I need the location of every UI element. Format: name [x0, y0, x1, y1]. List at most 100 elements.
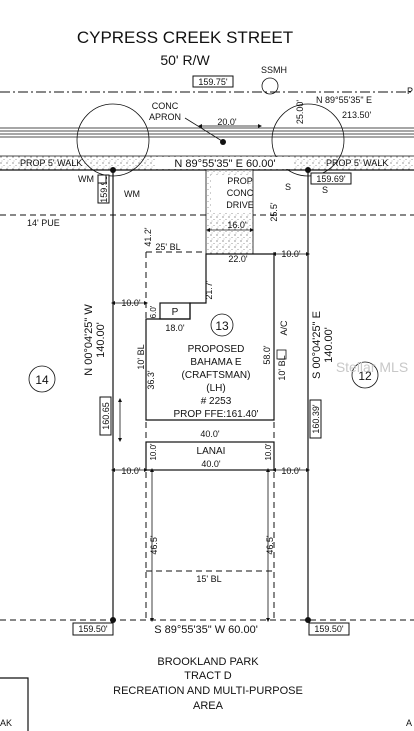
bearing-bottom: S 89°55'35" W 60.00' [154, 624, 258, 636]
lanai-label: LANAI [197, 446, 226, 457]
bl-25-label: 25' BL [155, 242, 180, 252]
dim-41-2: 41.2' [143, 227, 153, 247]
dim-58-0: 58.0' [262, 345, 272, 365]
dim-10-b: 10.0' [281, 249, 301, 259]
area-line-1: BROOKLAND PARK [157, 656, 259, 668]
elev-top-center: 159.75' [198, 77, 228, 87]
lot-corner-front-left [110, 167, 116, 173]
bearing-left-dist: 140.00' [95, 322, 107, 358]
porch-label: P [172, 307, 179, 318]
lanai [145, 441, 275, 471]
front-bearing-bg [156, 157, 294, 169]
dim-21-7: 21.7' [204, 280, 214, 300]
bearing-right-dist: 140.00' [323, 327, 335, 363]
edge-label-right-bottom: A [406, 718, 412, 728]
bearing-front: N 89°55'35" E 60.00' [174, 158, 275, 170]
street-name: CYPRESS CREEK STREET [77, 28, 293, 47]
pue-label: 14' PUE [27, 218, 60, 228]
drive-label-bg [211, 175, 248, 213]
elev-bottom-right: 159.50' [314, 624, 344, 634]
wm-box-left [97, 174, 107, 184]
ssmh-label: SSMH [261, 65, 287, 75]
elev-top-right: 159.69' [316, 174, 346, 184]
elev-left-mid: 160.65 [101, 402, 111, 430]
dim-10-f: 10.0' [281, 466, 301, 476]
edge-label-right-top: P [407, 86, 413, 96]
legend-box-edge [0, 677, 29, 731]
bearing-top-right: N 89°55'35" E [316, 95, 372, 105]
wm-left: WM [78, 174, 94, 184]
elev-bottom-right-box [308, 622, 350, 636]
lot-right-number: 12 [358, 369, 372, 383]
dim-apron-20: 20.0' [217, 117, 237, 127]
street-row: 50' R/W [160, 52, 210, 68]
ac-label: A/C [279, 320, 289, 336]
conc-apron-label-1: CONC [152, 101, 179, 111]
dim-drive-16: 16.0' [227, 220, 247, 230]
prop-walk-right: PROP 5' WALK [326, 158, 388, 168]
elev-left-top: 159.95 [99, 175, 109, 203]
lot-number-circle [210, 313, 234, 337]
dim-40-b: 40.0' [201, 459, 221, 469]
elev-right-mid: 160.39' [311, 404, 321, 434]
prop-walk-left: PROP 5' WALK [20, 158, 82, 168]
lot-right-circle [351, 361, 379, 389]
ac-unit-icon [276, 349, 287, 360]
bl-10-right-label: 10' BL [277, 355, 287, 380]
dim-18-0: 18.0' [165, 323, 185, 333]
ssmh-icon [261, 77, 279, 95]
edge-label-left-bottom: AK [0, 718, 12, 728]
bl-15-label: 15' BL [196, 574, 221, 584]
dim-10-a: 10.0' [121, 298, 141, 308]
house-line-5: # 2253 [201, 396, 232, 407]
elev-top-right-box [310, 172, 352, 185]
dim-drive-25-5: 25.5' [269, 202, 279, 222]
area-line-3: RECREATION AND MULTI-PURPOSE [113, 685, 303, 697]
conc-apron-label-2: APRON [149, 112, 181, 122]
elev-top-center-box [192, 75, 234, 88]
bearing-top-right-dist: 213.50' [342, 110, 372, 120]
dim-40-a: 40.0' [200, 429, 220, 439]
house-line-3: (CRAFTSMAN) [182, 370, 251, 381]
elev-left-mid-box [99, 396, 112, 436]
wm-right: WM [124, 189, 140, 199]
dim-36-3: 36.3' [146, 370, 156, 390]
lot-corner-rear-left [110, 617, 116, 623]
dim-10-d: 10.0' [264, 443, 273, 461]
drive-label-3: DRIVE [226, 200, 254, 210]
drive-label-2: CONC [227, 188, 254, 198]
elev-bottom-left: 159.50' [78, 624, 108, 634]
area-line-4: AREA [193, 700, 224, 712]
conc-apron-leader [184, 117, 223, 142]
house-footprint [145, 253, 275, 421]
elev-bottom-left-box [72, 622, 114, 636]
lot-number: 13 [215, 319, 229, 333]
dim-22-0: 22.0' [228, 254, 248, 264]
dim-10-e: 10.0' [121, 466, 141, 476]
house-line-2: BAHAMA E [190, 357, 241, 368]
area-line-2: TRACT D [184, 670, 232, 682]
dim-25-00: 25.00' [295, 100, 305, 125]
apron-curve-right [271, 103, 345, 177]
house-line-4: (LH) [206, 383, 225, 394]
bottom-bearing-bg [140, 622, 272, 636]
bearing-right: S 00°04'25" E [311, 311, 323, 379]
porch [159, 302, 191, 320]
dim-6-0: 6.0' [149, 305, 158, 318]
conc-apron-point [220, 139, 226, 145]
lot-corner-front-right [305, 167, 311, 173]
s-mark-1: S [285, 182, 291, 192]
apron-curve-left [76, 103, 150, 177]
dim-46-5-b: 46.5' [265, 535, 275, 555]
s-mark-2: S [322, 185, 328, 195]
house-line-6: PROP FFE:161.40' [173, 409, 258, 420]
drive-label-1: PROP [227, 176, 253, 186]
house-line-1: PROPOSED [188, 344, 245, 355]
elev-right-mid-box [309, 399, 322, 439]
lot-corner-rear-right [305, 617, 311, 623]
dim-10-c: 10.0' [149, 443, 158, 461]
lot-left-circle [28, 365, 56, 393]
lot-left-number: 14 [35, 373, 49, 387]
bearing-left: N 00°04'25" W [83, 304, 95, 376]
